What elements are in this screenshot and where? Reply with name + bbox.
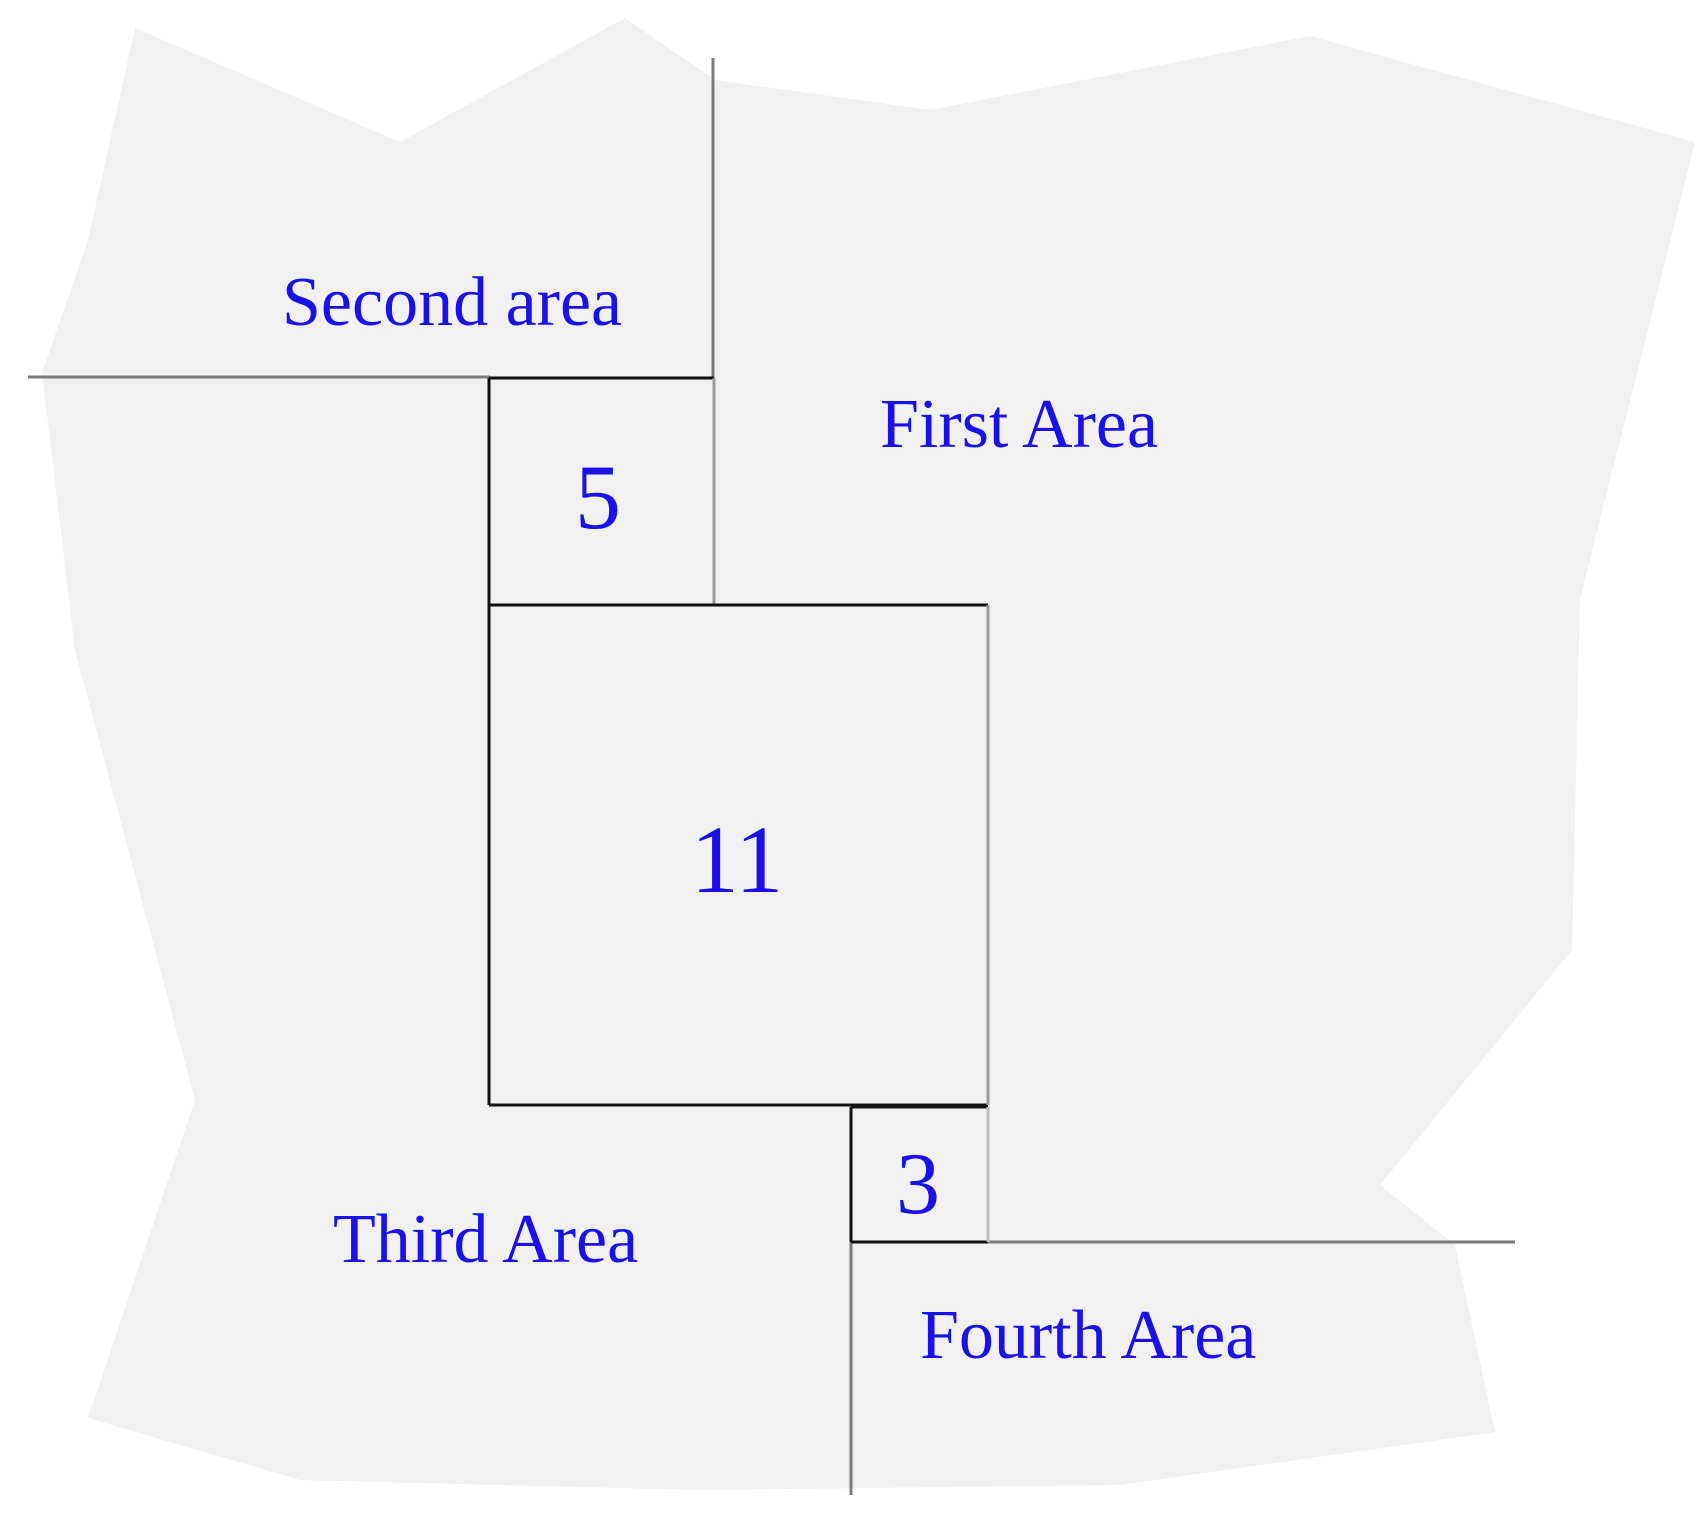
fourth-area-label: Fourth Area xyxy=(920,1297,1256,1374)
square-small-top xyxy=(487,376,716,605)
square-small-top-label: 5 xyxy=(575,446,621,548)
square-large-center-label: 11 xyxy=(691,806,783,913)
boundary-lines xyxy=(28,58,1515,1495)
second-area-label: Second area xyxy=(282,264,622,341)
square-small-bottom xyxy=(849,1105,990,1244)
square-large-center xyxy=(487,603,990,1107)
square-small-bottom-label: 3 xyxy=(896,1136,940,1233)
map-background-shape xyxy=(42,18,1695,1490)
third-area-label: Third Area xyxy=(333,1201,638,1278)
first-area-label: First Area xyxy=(880,386,1158,463)
